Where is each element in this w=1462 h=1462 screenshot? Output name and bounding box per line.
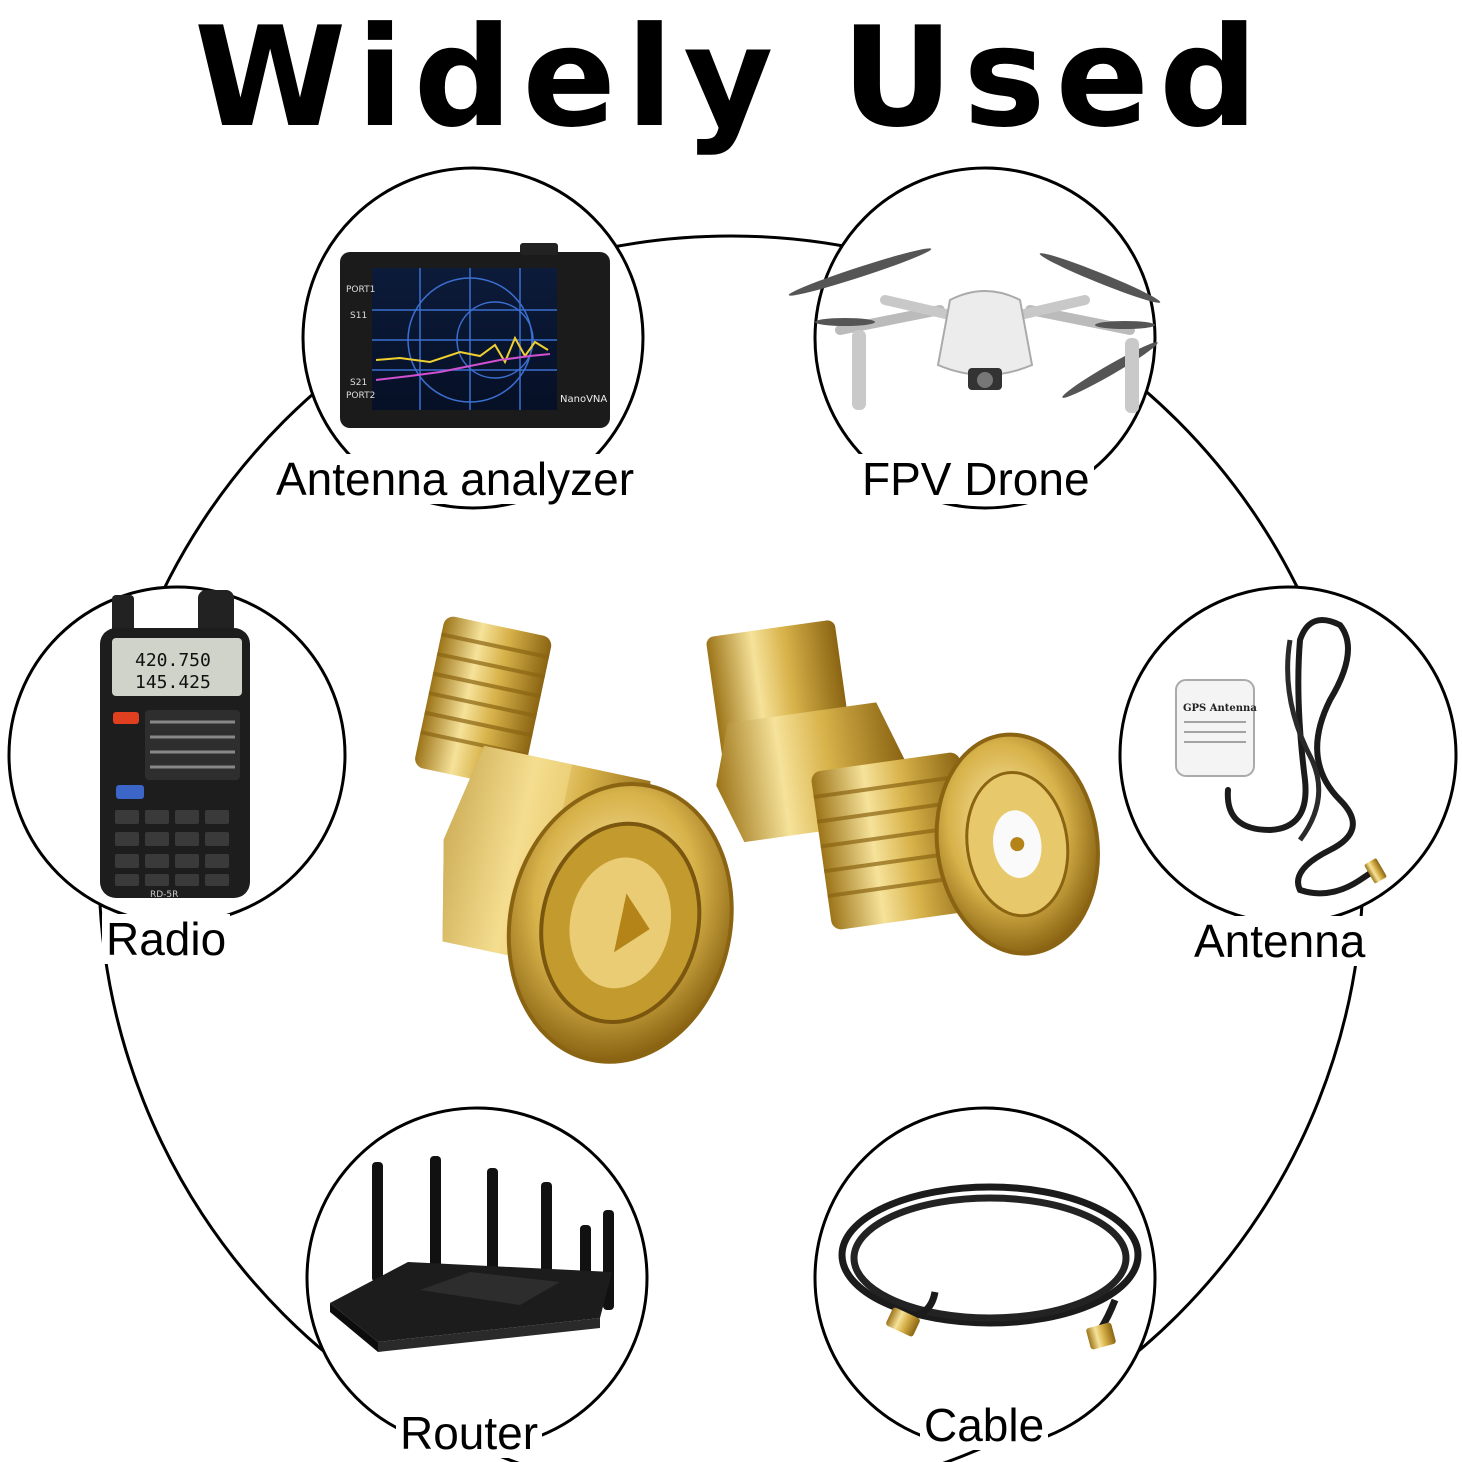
radio-freq2-text: 145.425 bbox=[135, 672, 211, 693]
analyzer-s21-text: S21 bbox=[350, 378, 367, 388]
label-antenna: Antenna bbox=[1190, 916, 1370, 966]
analyzer-port1-text: PORT1 bbox=[346, 285, 375, 295]
antenna-item: GPS Antenna bbox=[1118, 585, 1458, 925]
cable-item bbox=[813, 1106, 1157, 1450]
analyzer-s11-text: S11 bbox=[350, 311, 367, 321]
label-cable: Cable bbox=[920, 1400, 1049, 1450]
label-radio: Radio bbox=[102, 914, 231, 964]
page-title: Widely Used bbox=[194, 0, 1268, 158]
antenna-analyzer-icon: PORT1 S11 S21 PORT2 NanoVNA bbox=[340, 243, 610, 428]
antenna-analyzer-item: PORT1 S11 S21 PORT2 NanoVNA bbox=[301, 166, 645, 510]
drone-icon bbox=[788, 248, 1161, 413]
fpv-drone-item bbox=[788, 166, 1161, 510]
analyzer-port2-text: PORT2 bbox=[346, 391, 375, 401]
radio-freq1-text: 420.750 bbox=[135, 650, 211, 671]
radio-model-text: RD-5R bbox=[150, 890, 178, 900]
radio-item: 420.750 145.425 RD-5R bbox=[7, 585, 347, 925]
radio-icon: 420.750 145.425 RD-5R bbox=[100, 590, 250, 900]
label-router: Router bbox=[396, 1408, 543, 1458]
router-item bbox=[305, 1106, 649, 1450]
cable-icon bbox=[838, 1183, 1142, 1350]
analyzer-brand-text: NanoVNA bbox=[560, 394, 607, 405]
label-fpv-drone: FPV Drone bbox=[858, 454, 1094, 504]
sma-adapter-right bbox=[706, 620, 1100, 956]
router-icon bbox=[330, 1156, 614, 1352]
label-antenna-analyzer: Antenna analyzer bbox=[272, 454, 639, 504]
sma-adapter-left bbox=[415, 616, 734, 1064]
gps-antenna-icon: GPS Antenna bbox=[1175, 617, 1387, 897]
gps-title-text: GPS Antenna bbox=[1183, 703, 1257, 714]
